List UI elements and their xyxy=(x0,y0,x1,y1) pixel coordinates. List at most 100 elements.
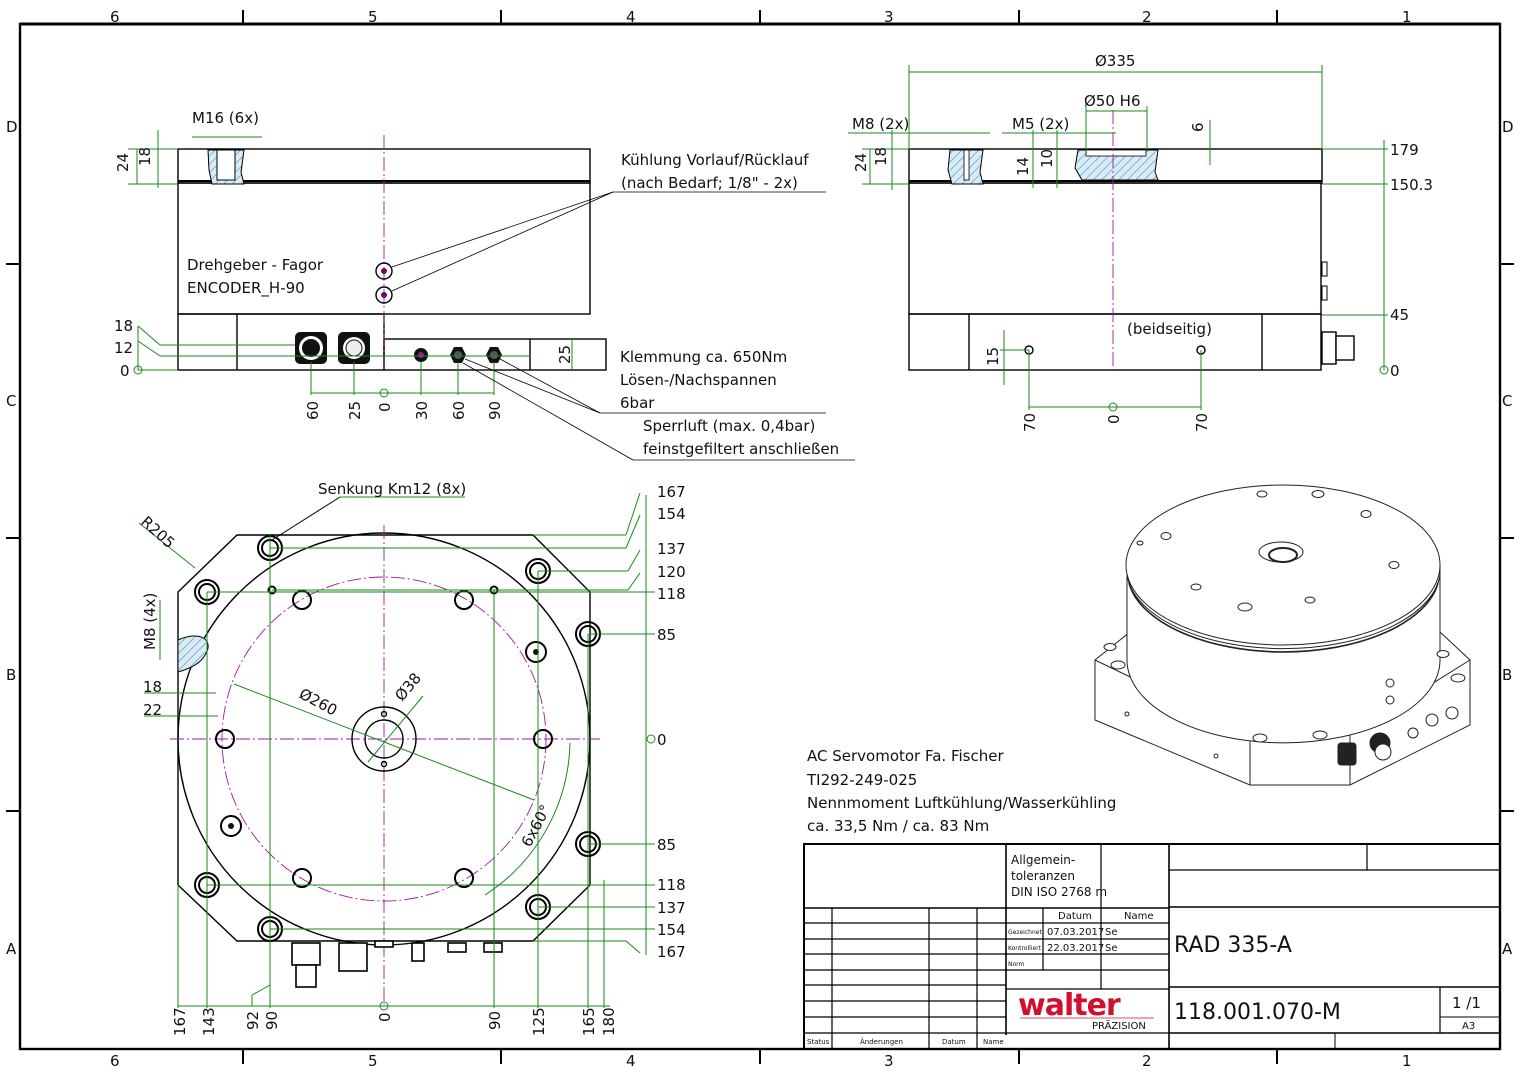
svg-text:12: 12 xyxy=(114,339,133,357)
svg-text:90: 90 xyxy=(486,1011,504,1030)
svg-text:5: 5 xyxy=(368,8,378,26)
svg-text:1: 1 xyxy=(1402,8,1412,26)
svg-text:Norm: Norm xyxy=(1008,961,1025,968)
title-block xyxy=(803,843,1501,1050)
svg-text:137: 137 xyxy=(657,540,686,558)
svg-text:Status: Status xyxy=(807,1038,830,1046)
svg-text:18: 18 xyxy=(114,317,133,335)
svg-text:14: 14 xyxy=(1014,157,1032,176)
svg-text:Änderungen: Änderungen xyxy=(860,1037,903,1046)
svg-text:22.03.2017: 22.03.2017 xyxy=(1047,943,1104,954)
svg-text:179: 179 xyxy=(1390,141,1419,159)
svg-text:feinstgefiltert anschließen: feinstgefiltert anschließen xyxy=(643,440,839,458)
svg-text:Drehgeber - Fagor: Drehgeber - Fagor xyxy=(187,256,324,274)
svg-text:B: B xyxy=(1502,666,1512,684)
svg-text:125: 125 xyxy=(530,1007,548,1036)
svg-text:22: 22 xyxy=(143,701,162,719)
svg-text:118: 118 xyxy=(657,876,686,894)
svg-text:C: C xyxy=(1502,392,1512,410)
svg-text:Senkung Km12 (8x): Senkung Km12 (8x) xyxy=(318,480,466,498)
svg-text:18: 18 xyxy=(872,147,890,166)
svg-text:0: 0 xyxy=(120,362,130,380)
svg-text:0: 0 xyxy=(1105,414,1123,424)
svg-text:15: 15 xyxy=(984,347,1002,366)
svg-text:M16 (6x): M16 (6x) xyxy=(192,109,259,127)
svg-text:TI292-249-025: TI292-249-025 xyxy=(806,771,917,789)
svg-text:walter: walter xyxy=(1018,988,1121,1023)
svg-text:180: 180 xyxy=(600,1007,618,1036)
svg-text:45: 45 xyxy=(1390,306,1409,324)
svg-text:D: D xyxy=(6,118,18,136)
svg-text:6: 6 xyxy=(110,8,120,26)
svg-text:24: 24 xyxy=(852,153,870,172)
svg-text:137: 137 xyxy=(657,899,686,917)
svg-text:24: 24 xyxy=(114,153,132,172)
zone-labels: 6 5 4 3 2 1 6 5 4 3 2 1 D C B A D C B A xyxy=(6,8,1514,1070)
svg-text:0: 0 xyxy=(376,402,394,412)
drawing-frame xyxy=(6,10,1514,1064)
svg-text:ca. 33,5 Nm / ca. 83 Nm: ca. 33,5 Nm / ca. 83 Nm xyxy=(807,817,989,835)
svg-text:2: 2 xyxy=(1142,8,1152,26)
svg-text:5: 5 xyxy=(368,1052,378,1070)
title-block-text: Allgemein- toleranzen DIN ISO 2768 m Dat… xyxy=(807,853,1154,1046)
svg-text:165: 165 xyxy=(580,1007,598,1036)
svg-text:0: 0 xyxy=(657,731,667,749)
svg-text:60: 60 xyxy=(450,401,468,420)
svg-text:R205: R205 xyxy=(137,513,178,553)
svg-text:Sperrluft (max. 0,4bar): Sperrluft (max. 0,4bar) xyxy=(643,417,815,435)
svg-text:AC Servomotor Fa. Fischer: AC Servomotor Fa. Fischer xyxy=(807,747,1004,765)
svg-text:167: 167 xyxy=(171,1007,189,1036)
side-view-left-labels: M16 (6x) 24 18 Drehgeber - Fagor ENCODER… xyxy=(114,109,839,458)
svg-text:Kontrolliert: Kontrolliert xyxy=(1008,945,1042,952)
svg-text:4: 4 xyxy=(626,1052,636,1070)
svg-text:Datum: Datum xyxy=(1058,911,1092,922)
svg-text:90: 90 xyxy=(263,1011,281,1030)
svg-text:118: 118 xyxy=(657,585,686,603)
svg-text:Lösen-/Nachspannen: Lösen-/Nachspannen xyxy=(620,371,777,389)
svg-text:Ø50 H6: Ø50 H6 xyxy=(1084,92,1140,110)
svg-text:0: 0 xyxy=(376,1012,394,1022)
svg-text:154: 154 xyxy=(657,505,686,523)
svg-text:PRÄZISION: PRÄZISION xyxy=(1092,1019,1146,1032)
svg-text:DIN ISO 2768 m: DIN ISO 2768 m xyxy=(1011,885,1107,899)
svg-text:6x60°: 6x60° xyxy=(518,802,555,850)
svg-text:4: 4 xyxy=(626,8,636,26)
walter-logo: walter PRÄZISION xyxy=(1018,988,1154,1032)
isometric-view xyxy=(1094,484,1471,786)
svg-text:Name: Name xyxy=(983,1038,1004,1046)
svg-text:Gezeichnet: Gezeichnet xyxy=(1008,929,1042,936)
svg-text:92: 92 xyxy=(244,1011,262,1030)
svg-text:10: 10 xyxy=(1038,149,1056,168)
svg-text:25: 25 xyxy=(346,401,364,420)
svg-text:18: 18 xyxy=(143,678,162,696)
svg-text:6bar: 6bar xyxy=(620,394,655,412)
svg-text:D: D xyxy=(1502,118,1514,136)
svg-text:85: 85 xyxy=(657,626,676,644)
side-view-left xyxy=(128,130,855,461)
svg-text:3: 3 xyxy=(884,1052,894,1070)
motor-notes: AC Servomotor Fa. Fischer TI292-249-025 … xyxy=(806,747,1116,835)
side-view-right xyxy=(848,65,1389,412)
svg-text:18: 18 xyxy=(136,147,154,166)
svg-text:Ø260: Ø260 xyxy=(296,685,340,720)
svg-text:6: 6 xyxy=(1189,122,1207,132)
svg-text:167: 167 xyxy=(657,943,686,961)
svg-text:85: 85 xyxy=(657,836,676,854)
svg-text:(beidseitig): (beidseitig) xyxy=(1127,320,1212,338)
svg-text:150.3: 150.3 xyxy=(1390,176,1433,194)
svg-text:0: 0 xyxy=(1390,362,1400,380)
svg-text:143: 143 xyxy=(200,1007,218,1036)
svg-text:Klemmung ca. 650Nm: Klemmung ca. 650Nm xyxy=(620,348,787,366)
svg-text:M8 (4x): M8 (4x) xyxy=(141,593,159,650)
svg-text:B: B xyxy=(6,666,16,684)
top-view xyxy=(138,492,656,1011)
svg-text:Kühlung Vorlauf/Rücklauf: Kühlung Vorlauf/Rücklauf xyxy=(621,151,809,169)
svg-text:90: 90 xyxy=(486,401,504,420)
svg-text:Datum: Datum xyxy=(942,1038,966,1046)
svg-text:toleranzen: toleranzen xyxy=(1011,869,1075,883)
svg-text:A: A xyxy=(6,940,17,958)
svg-text:120: 120 xyxy=(657,563,686,581)
svg-text:Se: Se xyxy=(1105,943,1118,954)
svg-text:1 /1: 1 /1 xyxy=(1452,994,1481,1012)
svg-text:RAD 335-A: RAD 335-A xyxy=(1174,933,1292,958)
